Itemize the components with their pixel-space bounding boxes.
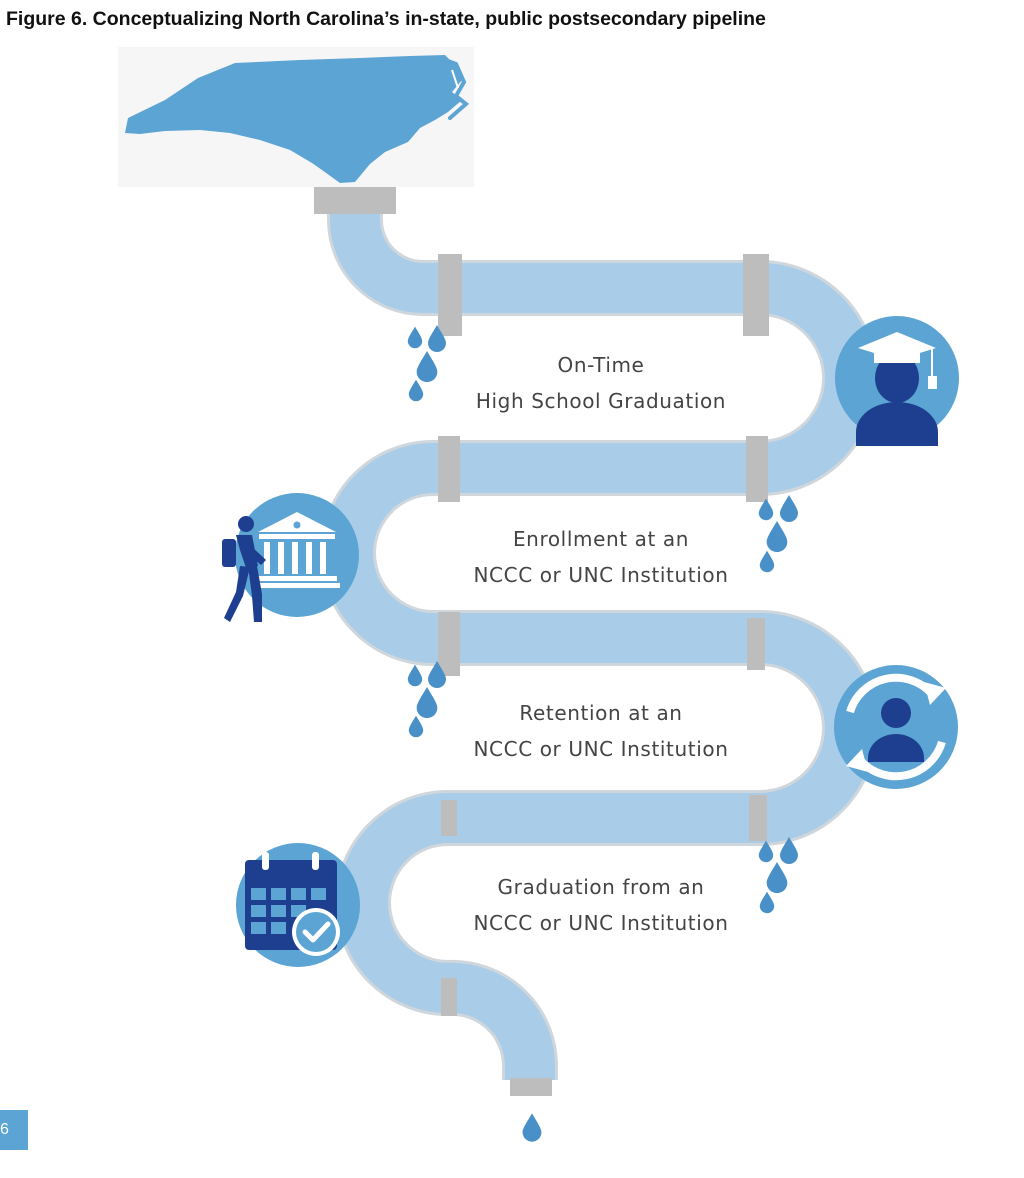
drop-group bbox=[758, 837, 798, 914]
drop-group bbox=[407, 325, 446, 402]
final-drop bbox=[522, 1113, 542, 1142]
pipe-couplings bbox=[314, 187, 769, 1096]
stage-label: Retention at an bbox=[519, 701, 682, 725]
figure-title: Figure 6. Conceptualizing North Carolina… bbox=[6, 8, 766, 30]
stage-label: Enrollment at an bbox=[513, 527, 689, 551]
university-building-icon bbox=[235, 493, 359, 617]
stage-label: NCCC or UNC Institution bbox=[474, 911, 729, 935]
coupling bbox=[749, 795, 767, 841]
coupling bbox=[438, 254, 462, 336]
stage-label: On-Time bbox=[558, 353, 645, 377]
walking-student-icon bbox=[222, 516, 266, 622]
coupling bbox=[441, 978, 457, 1016]
coupling bbox=[438, 612, 460, 676]
pipe-outlet-flange bbox=[510, 1078, 552, 1096]
pipeline bbox=[320, 192, 878, 1094]
coupling bbox=[747, 618, 765, 670]
coupling bbox=[441, 800, 457, 836]
north-carolina-map bbox=[118, 47, 474, 187]
stage-label: NCCC or UNC Institution bbox=[474, 563, 729, 587]
coupling bbox=[438, 436, 460, 502]
pipe-inlet-flange bbox=[314, 187, 396, 214]
stage-label: High School Graduation bbox=[476, 389, 726, 413]
person-refresh-icon bbox=[834, 665, 958, 789]
drop-group bbox=[407, 661, 446, 738]
stage-label: NCCC or UNC Institution bbox=[474, 737, 729, 761]
calendar-check-icon bbox=[236, 843, 360, 967]
drop-group bbox=[758, 495, 798, 573]
stage-labels: On-Time High School Graduation Enrollmen… bbox=[474, 353, 729, 935]
coupling bbox=[746, 436, 768, 502]
graduate-icon bbox=[835, 316, 959, 446]
stage-label: Graduation from an bbox=[498, 875, 705, 899]
page-number: 6 bbox=[0, 1110, 28, 1150]
coupling bbox=[743, 254, 769, 336]
